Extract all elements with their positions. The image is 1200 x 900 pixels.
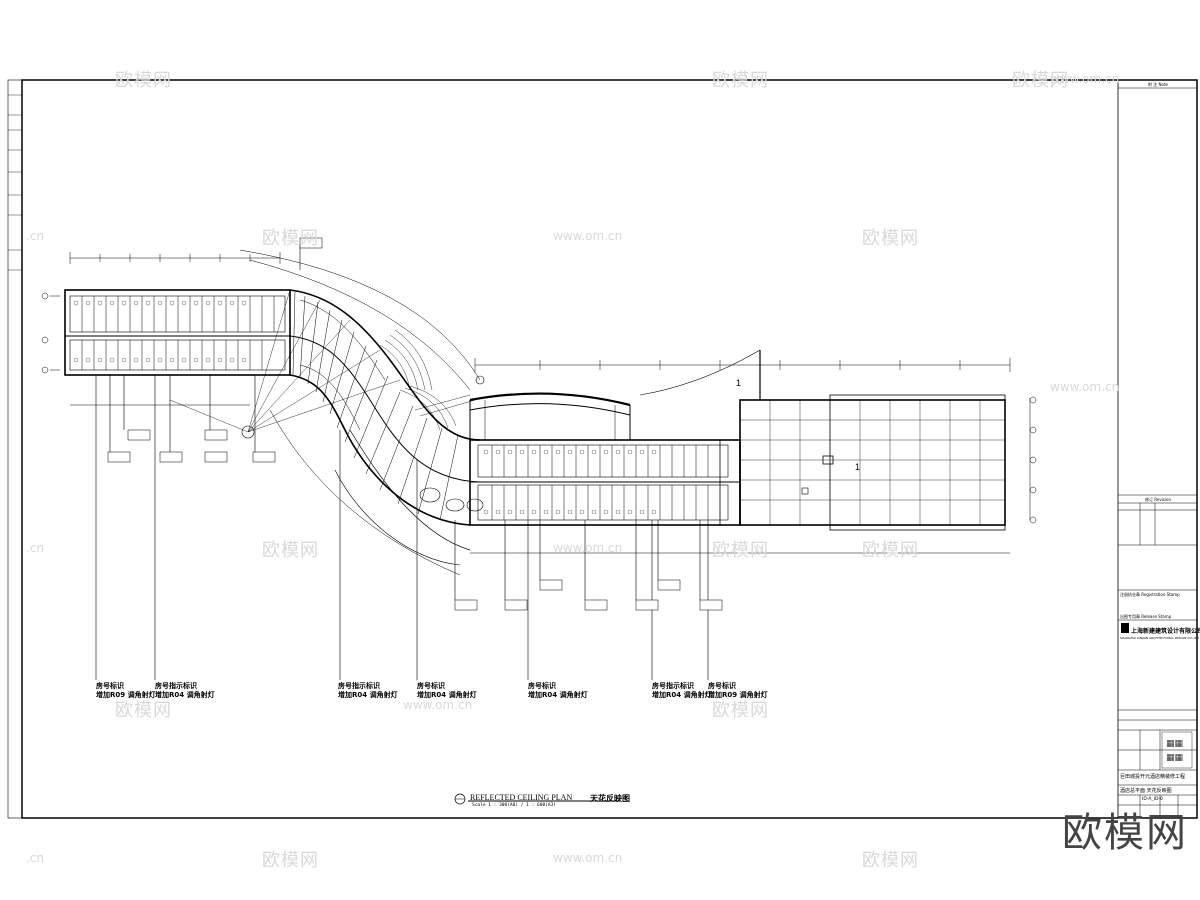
tb-reference-label: 出图专用章 Release Stamp <box>1120 614 1172 619</box>
annotation-6-line2: 增加R04 调角射灯 <box>652 691 712 699</box>
tb-company-en: SHANGHAI XINJIAN ARCHITECTURAL DESIGN CO… <box>1120 636 1200 640</box>
annotation-4-line2: 增加R04 调角射灯 <box>417 691 477 699</box>
watermark: 欧模网 <box>712 700 769 721</box>
dimension-lines <box>50 252 1031 554</box>
annotation-1: 房号标识 增加R09 调角射灯 <box>96 682 156 700</box>
watermark: 欧模网 <box>115 70 172 91</box>
watermark: 欧模网 <box>712 70 769 91</box>
svg-text:▦▦: ▦▦ <box>1166 753 1183 763</box>
company-logo-mark <box>1121 623 1129 633</box>
tb-notes-label: 附 注 Note <box>1148 82 1169 87</box>
curved-partitions <box>292 291 459 521</box>
left-wing <box>64 289 291 376</box>
watermark: 欧模网 <box>712 540 769 561</box>
left-wing-fixtures <box>73 300 247 363</box>
watermark: 欧模网 <box>115 700 172 721</box>
annotation-3-line1: 房号指示标识 <box>338 682 380 690</box>
hall-fixture-2 <box>801 487 809 495</box>
watermark: 欧模网 <box>1012 70 1069 91</box>
stamp-box <box>1161 731 1193 769</box>
watermark-url-short: .cn <box>26 229 45 243</box>
room-number-1: 1 <box>736 378 742 388</box>
large-hall <box>639 349 1006 531</box>
room-number-2: 1 <box>855 462 861 472</box>
curved-section <box>289 289 481 566</box>
left-strip <box>7 79 23 819</box>
hall-fixture <box>822 455 834 465</box>
right-wing-rooms <box>491 445 709 520</box>
right-room-wing <box>469 439 741 526</box>
watermark: 欧模网 <box>262 540 319 561</box>
annotation-7-line2: 增加R09 调角射灯 <box>708 691 768 699</box>
sweep-arcs <box>239 249 481 576</box>
left-wing-rooms <box>81 296 275 370</box>
watermark: 欧模网 <box>262 850 319 871</box>
watermark: 欧模网 <box>862 540 919 561</box>
annotation-3: 房号指示标识 增加R04 调角射灯 <box>338 682 398 700</box>
curve-stair-hatch <box>379 329 476 431</box>
annotation-7-line1: 房号标识 <box>708 682 736 690</box>
watermark-url: www.om.cn <box>553 851 623 865</box>
annotation-2-line1: 房号指示标识 <box>155 682 197 690</box>
tb-revision-label: 修订 Revision <box>1145 497 1171 502</box>
radial-lines <box>169 289 401 433</box>
title-block-rows <box>1118 87 1197 818</box>
annotation-4: 房号标识 增加R04 调角射灯 <box>417 682 477 700</box>
annotation-2: 房号指示标识 增加R04 调角射灯 <box>155 682 215 700</box>
tb-company: 上海新建建筑设计有限公司 <box>1131 628 1200 635</box>
left-strip-marks <box>8 94 22 271</box>
annotation-5-line2: 增加R04 调角射灯 <box>528 691 588 699</box>
annotation-5: 房号标识 增加R04 调角射灯 <box>528 682 588 700</box>
watermark-url: www.om.cn <box>553 541 623 555</box>
annotation-1-line2: 增加R09 调角射灯 <box>96 691 156 699</box>
brand-logo: 欧模网 <box>1062 810 1188 856</box>
drawing-title-cn: 天花反映图 <box>590 794 630 803</box>
leader-lines <box>95 245 709 680</box>
tag-boxes <box>107 237 723 611</box>
annotation-7: 房号标识 增加R09 调角射灯 <box>708 682 768 700</box>
tb-drawing-no: ID-A_ID-0 <box>1142 797 1163 802</box>
annotation-4-line1: 房号标识 <box>417 682 445 690</box>
tb-registration-label: 注册执业章 Registration Stamp <box>1120 592 1180 597</box>
watermark-url: www.om.cn <box>1050 72 1120 86</box>
drawing-scale: Scale 1 : 300(A0) / 1 : 600(A3) <box>472 803 556 808</box>
right-wing-fixtures <box>483 449 657 515</box>
watermark-url: www.om.cn <box>403 698 473 712</box>
watermark: 欧模网 <box>862 850 919 871</box>
title-block <box>1117 79 1198 819</box>
annotation-6-line1: 房号指示标识 <box>652 682 694 690</box>
watermark: 欧模网 <box>862 228 919 249</box>
hall-grid <box>740 400 1005 525</box>
outer-frame <box>21 79 1198 819</box>
annotation-3-line2: 增加R04 调角射灯 <box>338 691 398 699</box>
watermark-url-short: .cn <box>26 851 45 865</box>
annotation-1-line1: 房号标识 <box>96 682 124 690</box>
drawing-title-en: REFLECTED CEILING PLAN <box>470 793 573 802</box>
watermark-url-short: .cn <box>26 541 45 555</box>
watermark-url: www.om.cn <box>1050 380 1120 394</box>
svg-text:▦▦: ▦▦ <box>1166 739 1183 749</box>
curve-features <box>241 375 485 512</box>
watermark: 欧模网 <box>262 228 319 249</box>
annotation-5-line1: 房号标识 <box>528 682 556 690</box>
annotation-6: 房号指示标识 增加R04 调角射灯 <box>652 682 712 700</box>
watermark-url: www.om.cn <box>553 229 623 243</box>
grid-bubbles <box>41 292 1037 524</box>
annotation-2-line2: 增加R04 调角射灯 <box>155 691 215 699</box>
lobby-block <box>469 392 631 440</box>
tb-drawing-name: 酒店总平面 天花反映图 <box>1120 788 1172 794</box>
tb-project: 巨田城投开元酒店精装修工程 <box>1120 774 1186 780</box>
